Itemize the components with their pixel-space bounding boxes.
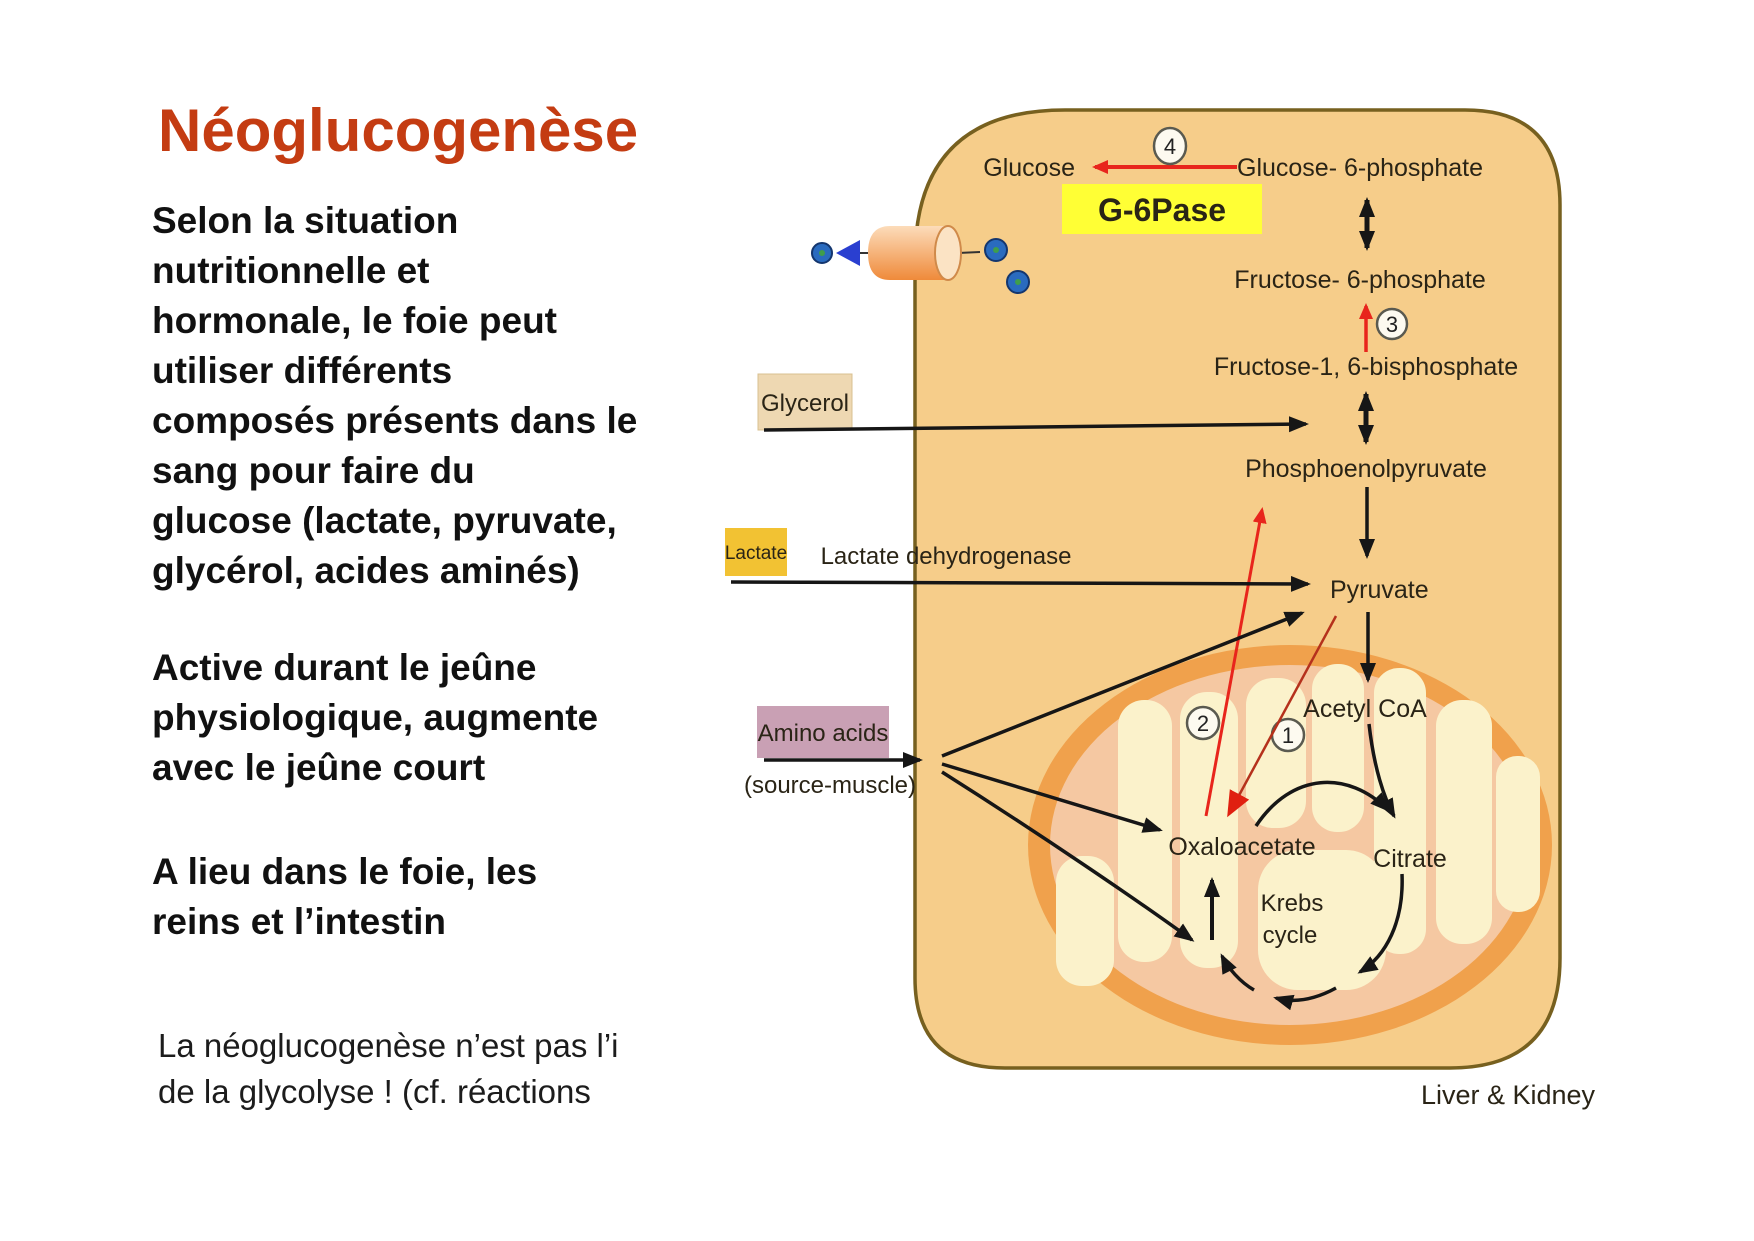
step-number-3: 3: [1386, 312, 1398, 337]
step-number-4: 4: [1164, 134, 1176, 159]
label-g6pase: G-6Pase: [1098, 192, 1226, 228]
enzyme-highlight-box: [1062, 184, 1262, 234]
figure-caption: Liver & Kidney: [1421, 1080, 1596, 1110]
glucose-molecule-dots: [811, 238, 1030, 294]
note-glycolysis: La néoglucogenèse n’est pas l’i de la gl…: [158, 1027, 619, 1110]
arrow-amino-to-krebs: [941, 770, 1195, 942]
arrow-lactate-to-pyruvate: [730, 575, 1311, 592]
step-circle-3: [1375, 307, 1409, 341]
glucose-transporter: [811, 225, 1030, 294]
label-fructose-6-phosphate: Fructose- 6-phosphate: [1234, 266, 1486, 294]
label-amino-acids: Amino acids: [758, 720, 889, 747]
label-cycle: cycle: [1263, 922, 1318, 949]
label-glycerol: Glycerol: [761, 390, 849, 417]
export-arrow-icon: [836, 240, 860, 266]
amino-acids-box: [757, 706, 889, 758]
step-number-1: 1: [1282, 723, 1294, 748]
arrow-amino-to-oxaloacetate: [941, 762, 1163, 833]
arrow-amino-to-pyruvate: [941, 611, 1305, 758]
arrow-citrate-down: [1357, 873, 1404, 974]
mitochondrion: [1028, 645, 1552, 1045]
arrow-glycerol: [763, 416, 1309, 433]
label-phosphoenolpyruvate: Phosphoenolpyruvate: [1245, 455, 1487, 483]
label-pyruvate: Pyruvate: [1330, 576, 1429, 604]
arrow-oxaloacetate-to-citrate: [1254, 780, 1391, 827]
label-oxaloacetate: Oxaloacetate: [1168, 833, 1315, 861]
glycerol-box: [757, 373, 853, 431]
arrow-krebs-bottom: [1273, 986, 1337, 1011]
transporter-pore: [934, 225, 962, 281]
label-glucose: Glucose: [983, 154, 1075, 182]
label-citrate: Citrate: [1373, 845, 1447, 873]
arrow-pyruvate-to-oxaloacetate: [1227, 615, 1338, 818]
lactate-box: [725, 528, 787, 576]
label-lactate: Lactate: [725, 543, 787, 564]
step-number-2: 2: [1197, 711, 1209, 736]
paragraph-fasting: Active durant le jeûne physiologique, au…: [152, 647, 599, 788]
label-lactate-dehydrogenase: Lactate dehydrogenase: [821, 543, 1072, 570]
label-amino-source: (source-muscle): [744, 772, 916, 799]
label-fructose-16-bisphosphate: Fructose-1, 6-bisphosphate: [1214, 353, 1518, 381]
label-acetyl-coa: Acetyl CoA: [1303, 695, 1427, 723]
paragraph-organs: A lieu dans le foie, les reins et l’inte…: [152, 851, 538, 942]
page-title: Néoglucogenèse: [158, 97, 639, 164]
mitochondrion-cristae: [1056, 664, 1540, 990]
label-krebs: Krebs: [1261, 890, 1324, 917]
paragraph-sources: Selon la situation nutritionnelle et hor…: [152, 200, 638, 591]
arrow-oxaloacetate-to-pep: [1204, 507, 1267, 817]
step-circle-2: [1185, 705, 1221, 741]
arrow-krebs-bottom-left: [1220, 953, 1255, 992]
step-circle-4: [1152, 126, 1188, 166]
label-glucose-6-phosphate: Glucose- 6-phosphate: [1237, 154, 1483, 182]
arrow-acetylcoa-to-citrate: [1367, 723, 1396, 819]
transporter-cylinder: [868, 226, 948, 280]
